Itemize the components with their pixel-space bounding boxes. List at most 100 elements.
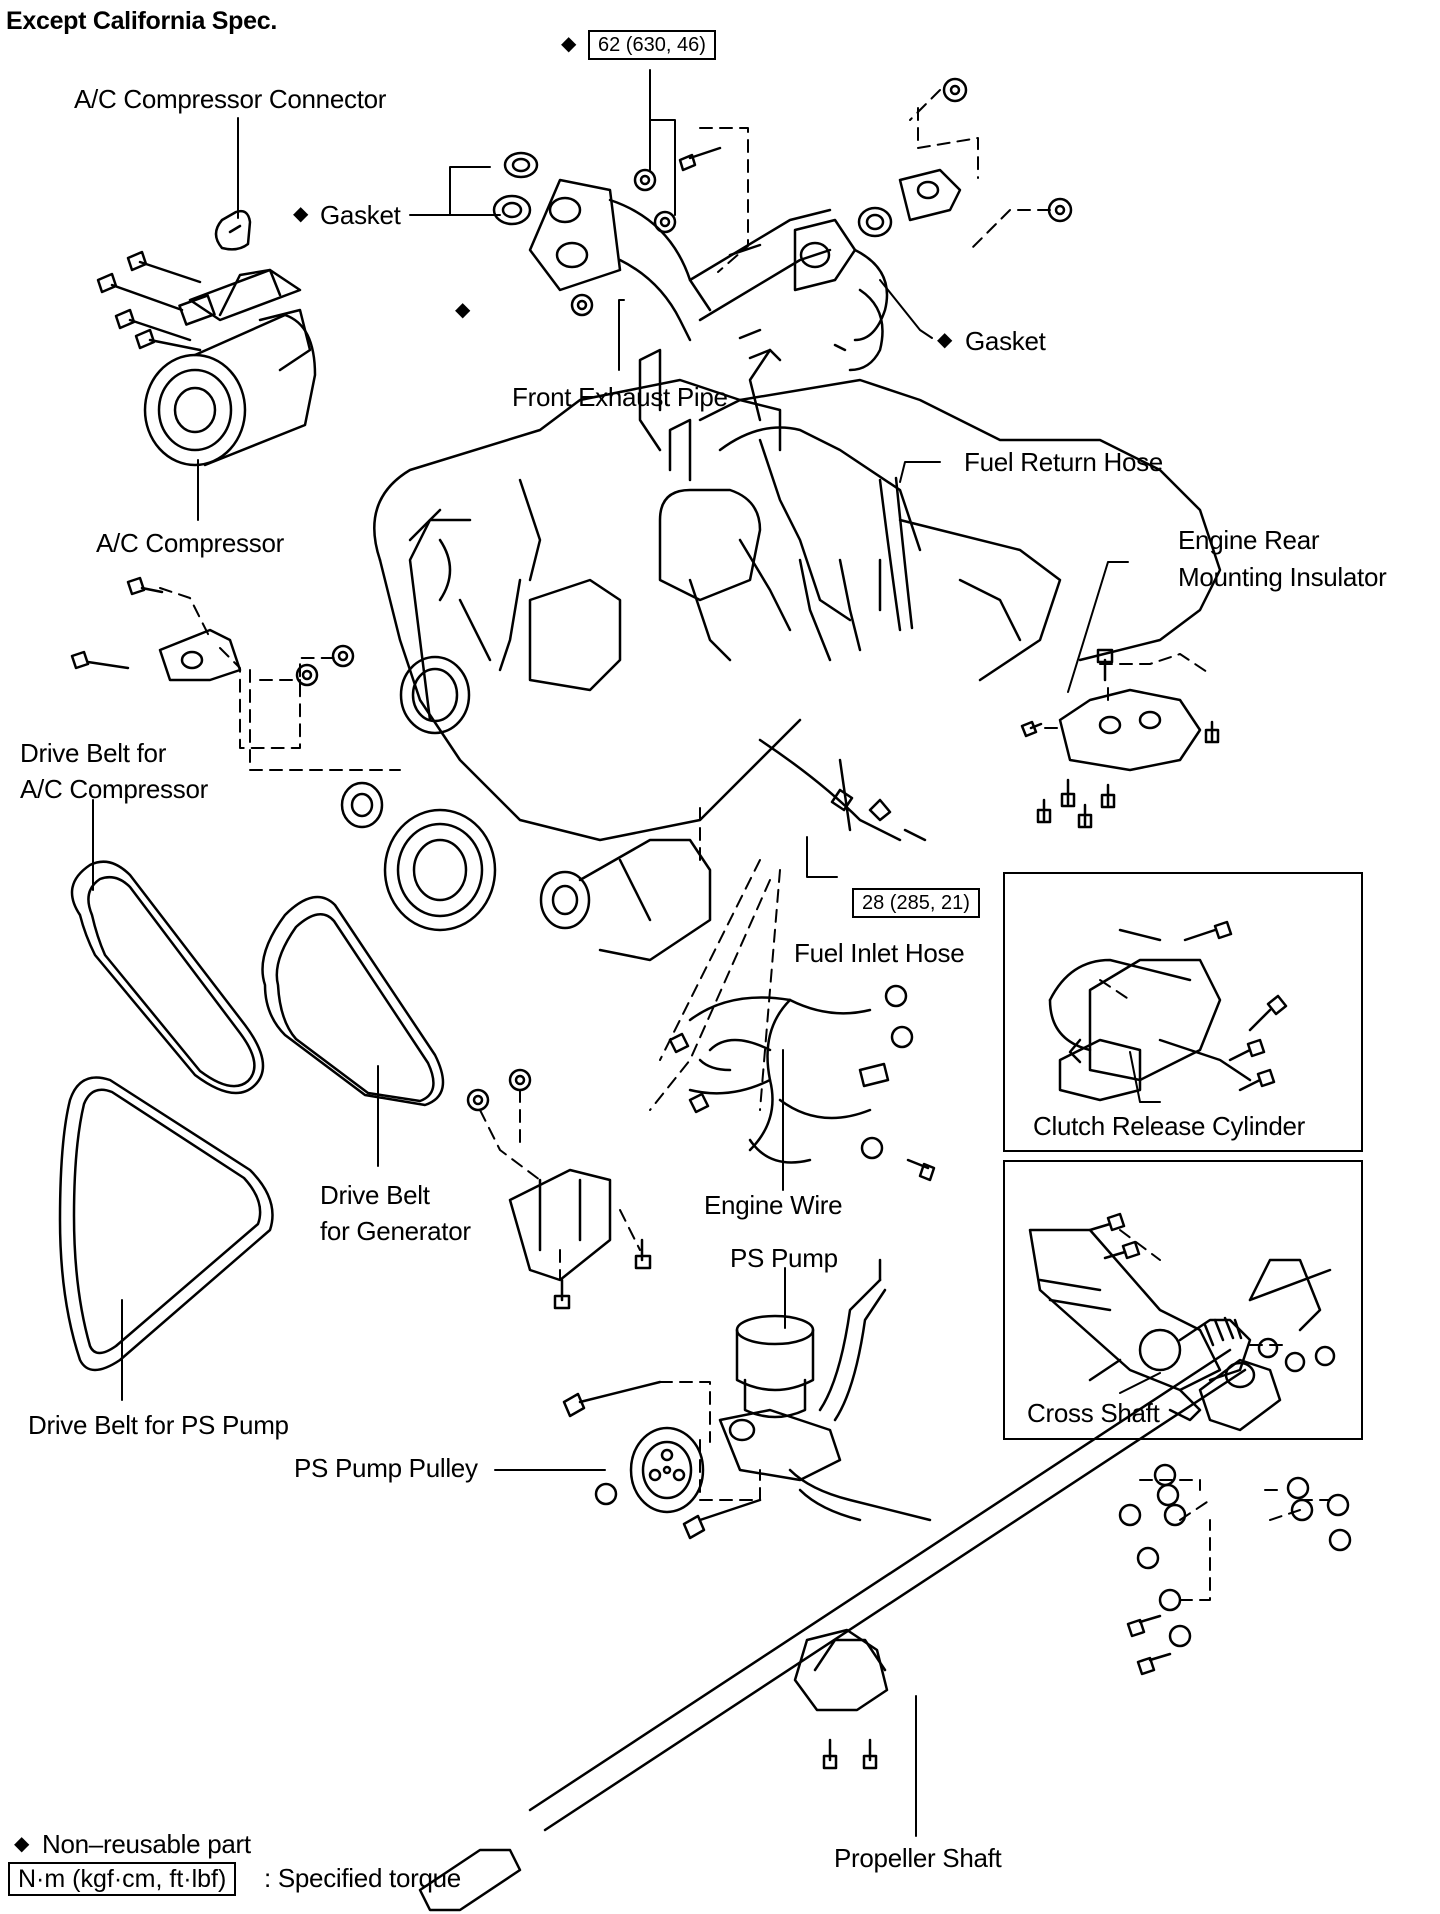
bolt [126,576,164,596]
nut [1163,1503,1187,1527]
ps-pump-pulley-part [594,1426,705,1514]
legend-torque-desc: : Specified torque [264,1863,461,1893]
ac-bolt [96,272,184,312]
nut [570,293,594,317]
nut [1290,1498,1314,1522]
ps-pump-part [562,1258,932,1540]
bolt [1183,920,1233,942]
gasket-ring [492,194,532,226]
nut [594,1482,618,1506]
nut [1136,1546,1160,1570]
torque-spec-exhaust: 62 (630, 46) [588,30,716,60]
nut [508,1068,532,1092]
nut [860,1136,884,1160]
label-engine-rear-mount-1: Engine Rear [1178,525,1320,555]
label-gasket-left: Gasket [320,200,401,230]
bolt [1204,720,1220,744]
engine-rear-mount-part [1020,648,1220,829]
label-ps-pump: PS Pump [730,1243,838,1273]
nut [295,663,319,687]
bolt [634,1238,652,1270]
drive-belt-ps-inner [72,1088,262,1355]
label-fuel-inlet-hose: Fuel Inlet Hose [794,938,965,968]
label-engine-wire: Engine Wire [704,1190,843,1220]
legend-diamond: ◆ [14,1833,30,1855]
ac-compressor-part [96,250,317,467]
bolt [1248,994,1288,1032]
drive-belt-generator-inner [275,913,435,1103]
page-title: Except California Spec. [6,7,277,35]
ac-bolt [114,308,192,342]
engine-bracket-part [70,576,355,687]
label-drive-belt-ac-1: Drive Belt for [20,738,167,768]
nut [942,77,968,103]
small-pulley [340,781,384,829]
bolt [1036,798,1052,824]
nut [1284,1351,1306,1373]
non-reusable-marker: ◆ [937,329,953,351]
crank-pulley [383,808,497,932]
label-engine-rear-mount-2: Mounting Insulator [1178,562,1387,592]
nut [1257,1337,1279,1359]
bolt [1077,803,1093,829]
bolt [1020,720,1043,738]
bolt [1100,783,1116,809]
label-cross-shaft: Cross Shaft [1027,1398,1160,1428]
nut [1286,1476,1310,1500]
nut [890,1025,914,1049]
bolt [906,1158,936,1182]
bolt [562,1380,662,1418]
nut [884,984,908,1008]
label-drive-belt-ac-2: A/C Compressor [20,774,208,804]
bolt [682,1498,762,1540]
bolt [1126,1614,1162,1638]
bolt [553,1278,571,1310]
bolt [1136,1652,1172,1676]
nut [1118,1503,1142,1527]
ac-connector-part [214,209,252,251]
drive-belt-generator [261,895,445,1107]
front-exhaust-pipe-part [492,77,1073,372]
nut [1047,197,1073,223]
inset-panel-cross-shaft [1003,1160,1363,1440]
drive-belt-ps [58,1076,274,1372]
assembly-lines [159,89,1331,1601]
label-front-exhaust-pipe: Front Exhaust Pipe [512,382,728,412]
gasket-ring [857,206,893,238]
nut [1168,1624,1192,1648]
nut [1156,1483,1180,1507]
bolt [1228,1038,1266,1062]
label-gasket-right: Gasket [965,326,1046,356]
label-drive-belt-ps-pump: Drive Belt for PS Pump [28,1410,289,1440]
bolt [1103,1240,1141,1260]
ac-bolt [134,328,202,352]
torque-spec-fuel-inlet: 28 (285, 21) [852,888,980,918]
nut [633,168,657,192]
legend-non-reusable: Non–reusable part [42,1829,251,1859]
water-pump-pulley [399,655,471,735]
label-drive-belt-generator-2: for Generator [320,1216,471,1246]
label-drive-belt-generator-1: Drive Belt [320,1180,430,1210]
inset-panel-clutch [1003,872,1363,1152]
label-propeller-shaft: Propeller Shaft [834,1843,1002,1873]
legend-torque-unit: N·m (kgf·cm, ft·lbf) [8,1862,237,1896]
engine-wire-part [668,984,936,1182]
label-ac-compressor-connector: A/C Compressor Connector [74,84,387,114]
nut [653,210,677,234]
fuel-inlet-hose-part [758,738,902,842]
nut [466,1088,490,1112]
bolt [862,1738,878,1770]
cross-shaft-part [1028,1212,1336,1422]
nut [1328,1528,1352,1552]
leader-lines [92,69,1161,1837]
dipstick [408,508,442,722]
label-clutch-release-cylinder: Clutch Release Cylinder [1033,1111,1306,1141]
bolt [1238,1068,1276,1092]
drive-belt-ac-inner [87,876,256,1088]
non-reusable-marker: ◆ [293,203,309,225]
label-ac-compressor: A/C Compressor [96,528,284,558]
bolt [822,1738,838,1770]
bolt [70,650,130,670]
bolt [1060,778,1076,808]
